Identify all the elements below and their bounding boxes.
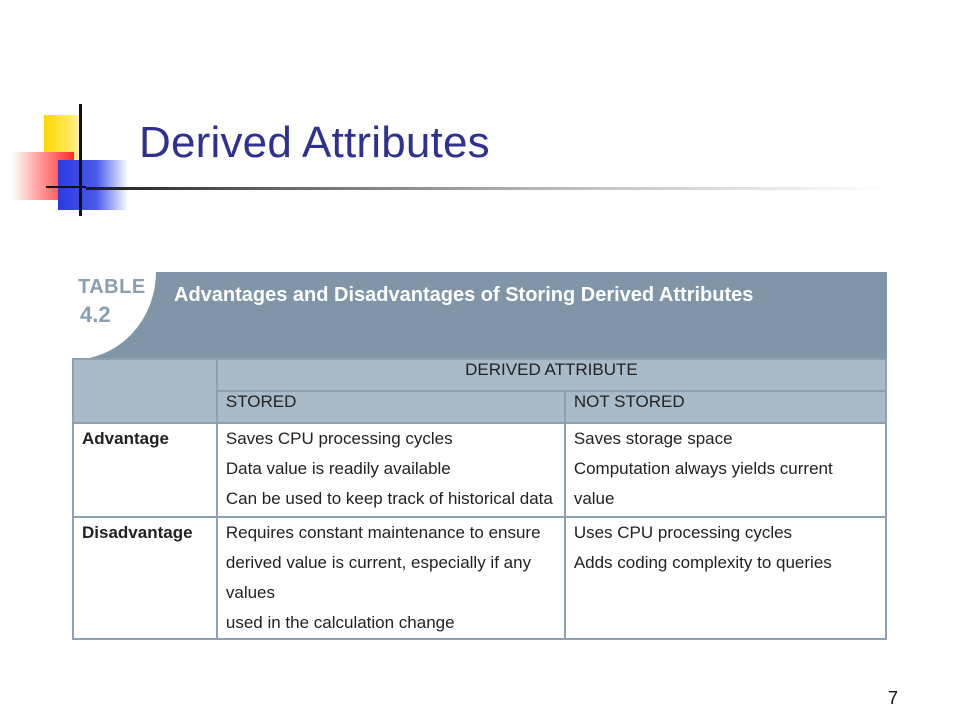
cell-line: used in the calculation change bbox=[225, 613, 455, 632]
table-label-word: TABLE bbox=[78, 276, 146, 298]
derived-attribute-header: DERIVED ATTRIBUTE bbox=[215, 358, 888, 392]
cell-line: Requires constant maintenance to ensure bbox=[225, 523, 541, 542]
disadvantage-stored-cell: Requires constant maintenance to ensure … bbox=[215, 516, 566, 640]
comparison-table: DERIVED ATTRIBUTE STORED NOT STORED Adva… bbox=[72, 358, 888, 640]
cell-line: Computation always yields current value bbox=[573, 459, 833, 508]
disadvantage-not-stored-cell: Uses CPU processing cycles Adds coding c… bbox=[563, 516, 888, 640]
table-column-header-row: STORED NOT STORED bbox=[73, 390, 888, 424]
row-header-advantage: Advantage bbox=[72, 422, 218, 518]
slide-title: Derived Attributes bbox=[139, 118, 490, 167]
row-header-disadvantage: Disadvantage bbox=[72, 516, 218, 640]
cell-line: Saves CPU processing cycles bbox=[225, 429, 453, 448]
table-group-header-row: DERIVED ATTRIBUTE bbox=[72, 358, 888, 424]
logo-blue-square bbox=[58, 160, 128, 210]
table-caption: Advantages and Disadvantages of Storing … bbox=[174, 284, 754, 306]
table-corner-cell bbox=[72, 358, 218, 424]
table-figure: TABLE 4.2 Advantages and Disadvantages o… bbox=[72, 272, 888, 640]
table-caption-bar: TABLE 4.2 Advantages and Disadvantages o… bbox=[72, 272, 887, 360]
column-header-stored: STORED bbox=[215, 390, 566, 424]
column-header-not-stored: NOT STORED bbox=[563, 390, 888, 424]
advantage-stored-cell: Saves CPU processing cycles Data value i… bbox=[215, 422, 566, 518]
logo-vertical-line bbox=[79, 104, 82, 216]
cell-line: Can be used to keep track of historical … bbox=[225, 489, 553, 508]
cell-line: Adds coding complexity to queries bbox=[573, 553, 832, 572]
table-label-number: 4.2 bbox=[80, 302, 111, 327]
table-row: Advantage Saves CPU processing cycles Da… bbox=[72, 422, 888, 518]
page-number: 7 bbox=[888, 688, 899, 708]
cell-line: Data value is readily available bbox=[225, 459, 451, 478]
slide-logo-icon bbox=[10, 100, 130, 220]
table-row: Disadvantage Requires constant maintenan… bbox=[72, 516, 888, 640]
cell-line: Saves storage space bbox=[573, 429, 733, 448]
cell-line: derived value is current, especially if … bbox=[225, 553, 532, 602]
cell-line: Uses CPU processing cycles bbox=[573, 523, 793, 542]
logo-horizontal-line bbox=[46, 186, 86, 188]
advantage-not-stored-cell: Saves storage space Computation always y… bbox=[563, 422, 888, 518]
table-label-tab: TABLE 4.2 bbox=[72, 272, 156, 360]
title-divider bbox=[86, 187, 886, 190]
